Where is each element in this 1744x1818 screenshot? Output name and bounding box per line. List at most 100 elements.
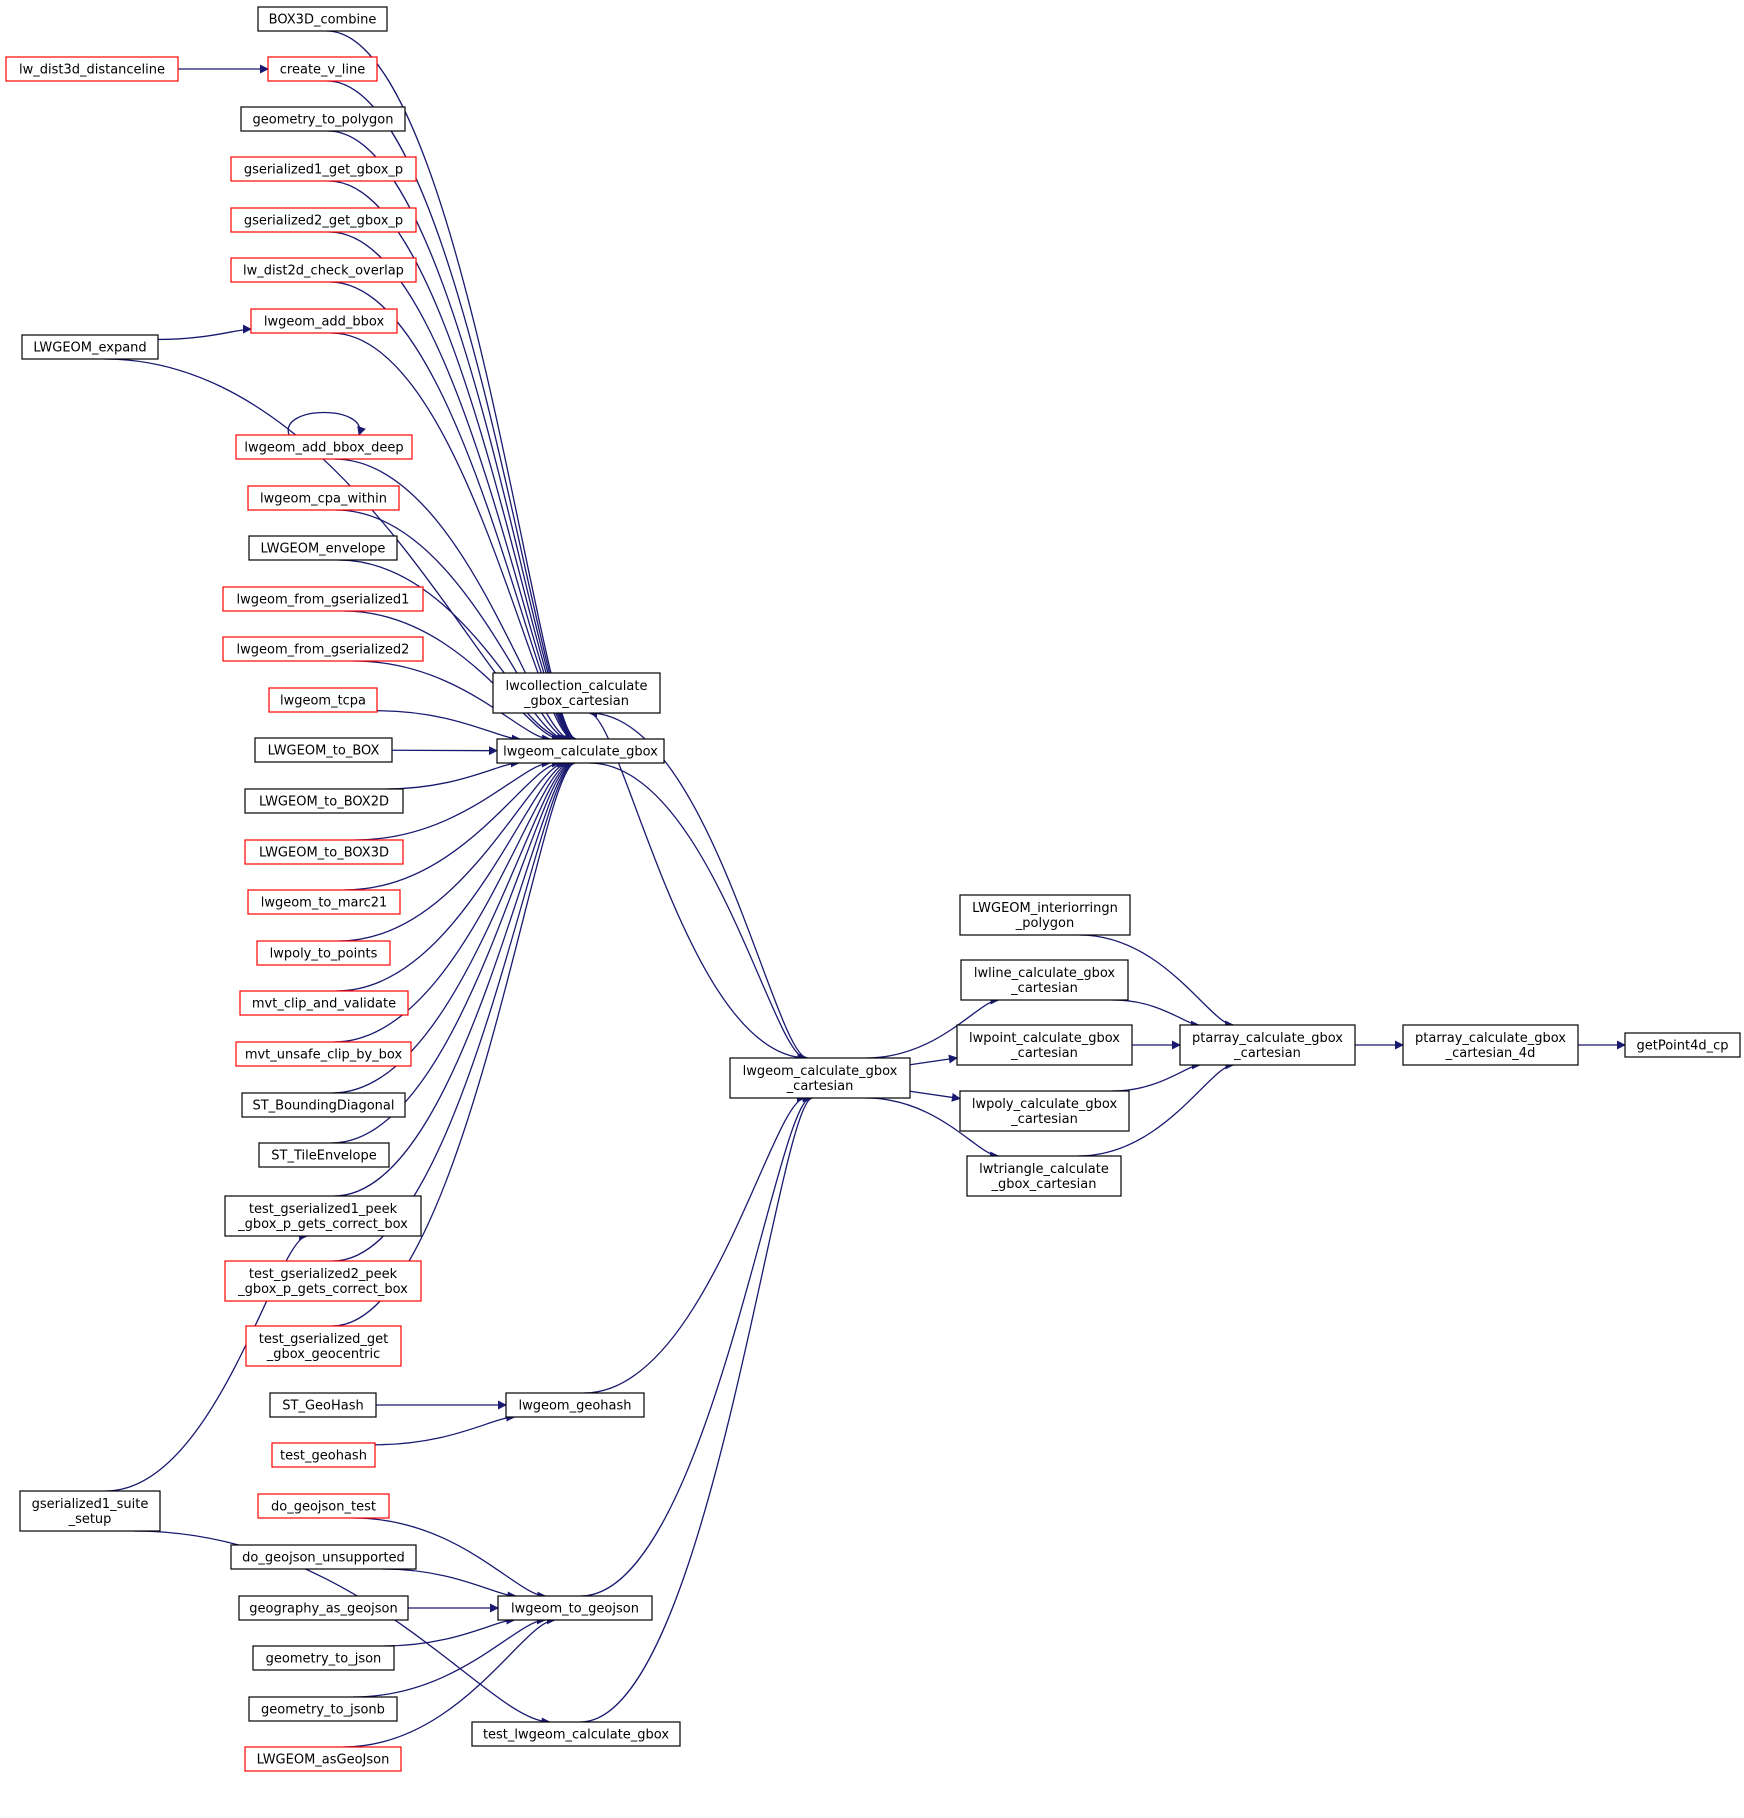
node-label: lwgeom_calculate_gbox: [503, 745, 658, 760]
edge-lw_dist2d_check_overlap-to-lwgeom_calc_gbox: [329, 281, 575, 744]
node-geometry_to_polygon[interactable]: geometry_to_polygon: [240, 106, 406, 132]
node-box: [257, 1493, 390, 1519]
node-test_gs2_peek[interactable]: test_gserialized2_peek_gbox_p_gets_corre…: [224, 1260, 422, 1302]
node-box: [21, 334, 159, 360]
edge-gserialized1_suite_setup-to-test_lwgeom_calc_gbox: [133, 1530, 551, 1727]
node-lwgeom_asgeojson[interactable]: LWGEOM_asGeoJson: [244, 1746, 402, 1772]
node-test_gs_get_gbox_geocentric[interactable]: test_gserialized_get_gbox_geocentric: [245, 1325, 402, 1367]
node-getpoint4d_cp[interactable]: getPoint4d_cp: [1624, 1032, 1741, 1058]
edge-lwgeom_asgeojson-to-lwgeom_to_geojson: [343, 1615, 556, 1748]
node-lw_dist3d_distanceline[interactable]: lw_dist3d_distanceline: [5, 56, 179, 82]
node-lwgeom_to_box2d[interactable]: LWGEOM_to_BOX2D: [244, 788, 404, 814]
edge-gserialized1_suite_setup-to-test_gs1_peek: [105, 1231, 309, 1492]
edge-lwtriangle_calc-to-ptarray_calc: [1078, 1060, 1235, 1157]
node-lwpoly_to_points[interactable]: lwpoly_to_points: [256, 940, 391, 966]
node-box: [222, 636, 424, 662]
node-lw_dist2d_check_overlap[interactable]: lw_dist2d_check_overlap: [230, 257, 417, 283]
node-label: LWGEOM_asGeoJson: [257, 1753, 390, 1768]
node-geography_as_geojson[interactable]: geography_as_geojson: [238, 1595, 409, 1621]
edge-lwgeom_from_gserialized2-to-lwgeom_calc_gbox: [353, 660, 552, 744]
node-lwgeom_expand[interactable]: LWGEOM_expand: [21, 334, 159, 360]
edge-mvt_clip_and_validate-to-lwgeom_calc_gbox: [336, 758, 570, 992]
edge-do_geojson_test-to-lwgeom_to_geojson: [353, 1517, 547, 1601]
node-lwgeom_interiorringn_polygon[interactable]: LWGEOM_interiorringn_polygon: [959, 894, 1131, 936]
node-label: lwgeom_from_gserialized1: [237, 593, 410, 608]
node-lwgeom_to_geojson[interactable]: lwgeom_to_geojson: [497, 1595, 653, 1621]
node-lwgeom_to_box[interactable]: LWGEOM_to_BOX: [254, 737, 393, 763]
node-label: gserialized1_suite: [32, 1497, 149, 1512]
node-lwgeom_tcpa[interactable]: lwgeom_tcpa: [268, 687, 378, 713]
edge-geometry_to_json-to-lwgeom_to_geojson: [383, 1615, 516, 1647]
node-test_geohash[interactable]: test_geohash: [271, 1442, 376, 1468]
node-box: [247, 485, 400, 511]
node-geometry_to_jsonb[interactable]: geometry_to_jsonb: [248, 1696, 398, 1722]
node-ptarray_calc[interactable]: ptarray_calculate_gbox_cartesian: [1179, 1024, 1356, 1066]
edge-test_geohash-to-lwgeom_geohash: [374, 1412, 516, 1446]
node-lwgeom_geohash[interactable]: lwgeom_geohash: [505, 1392, 645, 1418]
node-label: LWGEOM_expand: [33, 341, 146, 356]
node-box: [239, 990, 409, 1016]
edge-lwgeom_interiorringn_polygon-to-ptarray_calc: [1079, 934, 1235, 1030]
node-box: [1624, 1032, 1741, 1058]
node-lwgeom_to_box3d[interactable]: LWGEOM_to_BOX3D: [244, 839, 404, 865]
node-label: lwcollection_calculate: [506, 679, 648, 694]
edge-lwgeom_envelope-to-lwgeom_calc_gbox: [338, 559, 567, 744]
node-box: [241, 1092, 406, 1118]
node-lwgeom_add_bbox_deep[interactable]: lwgeom_add_bbox_deep: [235, 434, 413, 460]
node-lwtriangle_calc[interactable]: lwtriangle_calculate_gbox_cartesian: [966, 1155, 1122, 1197]
node-box: [505, 1392, 645, 1418]
edge-st_boundingdiagonal-to-lwgeom_calc_gbox: [332, 758, 573, 1094]
node-do_geojson_test[interactable]: do_geojson_test: [257, 1493, 390, 1519]
node-gserialized1_get_gbox_p[interactable]: gserialized1_get_gbox_p: [230, 156, 417, 182]
node-label: do_geojson_unsupported: [242, 1551, 405, 1566]
edges-layer: [104, 30, 1626, 1748]
node-label: _cartesian: [1010, 1112, 1078, 1127]
node-box: [224, 1260, 422, 1302]
node-label: _cartesian_4d: [1445, 1046, 1536, 1061]
node-lwgeom_calc_gbox_cart[interactable]: lwgeom_calculate_gbox_cartesian: [729, 1057, 911, 1099]
node-lwpoint_calc[interactable]: lwpoint_calculate_gbox_cartesian: [956, 1024, 1133, 1066]
node-label: geography_as_geojson: [249, 1602, 397, 1617]
node-label: LWGEOM_interiorringn: [972, 901, 1118, 916]
node-test_lwgeom_calc_gbox[interactable]: test_lwgeom_calculate_gbox: [471, 1721, 681, 1747]
node-box: [256, 940, 391, 966]
edge-lwgeom_add_bbox_deep-to-lwgeom_add_bbox_deep: [287, 411, 366, 436]
node-mvt_unsafe_clip_by_box[interactable]: mvt_unsafe_clip_by_box: [235, 1041, 412, 1067]
node-geometry_to_json[interactable]: geometry_to_json: [252, 1645, 395, 1671]
node-lwgeom_from_gserialized2[interactable]: lwgeom_from_gserialized2: [222, 636, 424, 662]
node-label: lwgeom_tcpa: [280, 694, 366, 709]
node-ptarray_calc_4d[interactable]: ptarray_calculate_gbox_cartesian_4d: [1402, 1024, 1579, 1066]
node-box: [230, 257, 417, 283]
node-box3d_combine[interactable]: BOX3D_combine: [257, 6, 388, 32]
edge-lwgeom_tcpa-to-lwgeom_calc_gbox: [376, 710, 521, 744]
node-lwline_calc[interactable]: lwline_calculate_gbox_cartesian: [960, 959, 1129, 1001]
node-lwgeom_from_gserialized1[interactable]: lwgeom_from_gserialized1: [222, 586, 424, 612]
node-label: _cartesian: [1010, 981, 1078, 996]
node-label: geometry_to_jsonb: [261, 1703, 385, 1718]
node-lwgeom_calc_gbox[interactable]: lwgeom_calculate_gbox: [496, 738, 665, 764]
node-lwpoly_calc[interactable]: lwpoly_calculate_gbox_cartesian: [959, 1090, 1130, 1132]
node-gserialized2_get_gbox_p[interactable]: gserialized2_get_gbox_p: [230, 207, 417, 233]
node-do_geojson_unsupported[interactable]: do_geojson_unsupported: [230, 1544, 417, 1570]
node-label: lwgeom_add_bbox: [264, 315, 385, 330]
node-box: [257, 6, 388, 32]
node-st_geohash[interactable]: ST_GeoHash: [269, 1392, 377, 1418]
node-create_v_line[interactable]: create_v_line: [267, 56, 378, 82]
edge-do_geojson_unsupported-to-lwgeom_to_geojson: [382, 1568, 517, 1601]
node-lwgeom_envelope[interactable]: LWGEOM_envelope: [248, 535, 398, 561]
node-test_gs1_peek[interactable]: test_gserialized1_peek_gbox_p_gets_corre…: [224, 1195, 422, 1237]
edge-lwgeom_calc_gbox_cart-to-lwtriangle_calc: [865, 1097, 1000, 1161]
node-gserialized1_suite_setup[interactable]: gserialized1_suite_setup: [19, 1490, 161, 1532]
node-label: ST_TileEnvelope: [271, 1149, 376, 1164]
edge-lwgeom_calc_gbox_cart-to-lwline_calc: [865, 995, 1000, 1059]
node-mvt_clip_and_validate[interactable]: mvt_clip_and_validate: [239, 990, 409, 1016]
node-box: [230, 156, 417, 182]
node-lwgeom_cpa_within[interactable]: lwgeom_cpa_within: [247, 485, 400, 511]
node-box: [1402, 1024, 1579, 1066]
node-lwgeom_add_bbox[interactable]: lwgeom_add_bbox: [250, 308, 398, 334]
node-st_tileenvelope[interactable]: ST_TileEnvelope: [258, 1142, 390, 1168]
node-st_boundingdiagonal[interactable]: ST_BoundingDiagonal: [241, 1092, 406, 1118]
edge-lwgeom_calc_gbox_cart-to-lwcollection_calc: [588, 708, 808, 1059]
node-lwgeom_to_marc21[interactable]: lwgeom_to_marc21: [247, 889, 401, 915]
node-lwcollection_calc[interactable]: lwcollection_calculate_gbox_cartesian: [492, 672, 661, 714]
